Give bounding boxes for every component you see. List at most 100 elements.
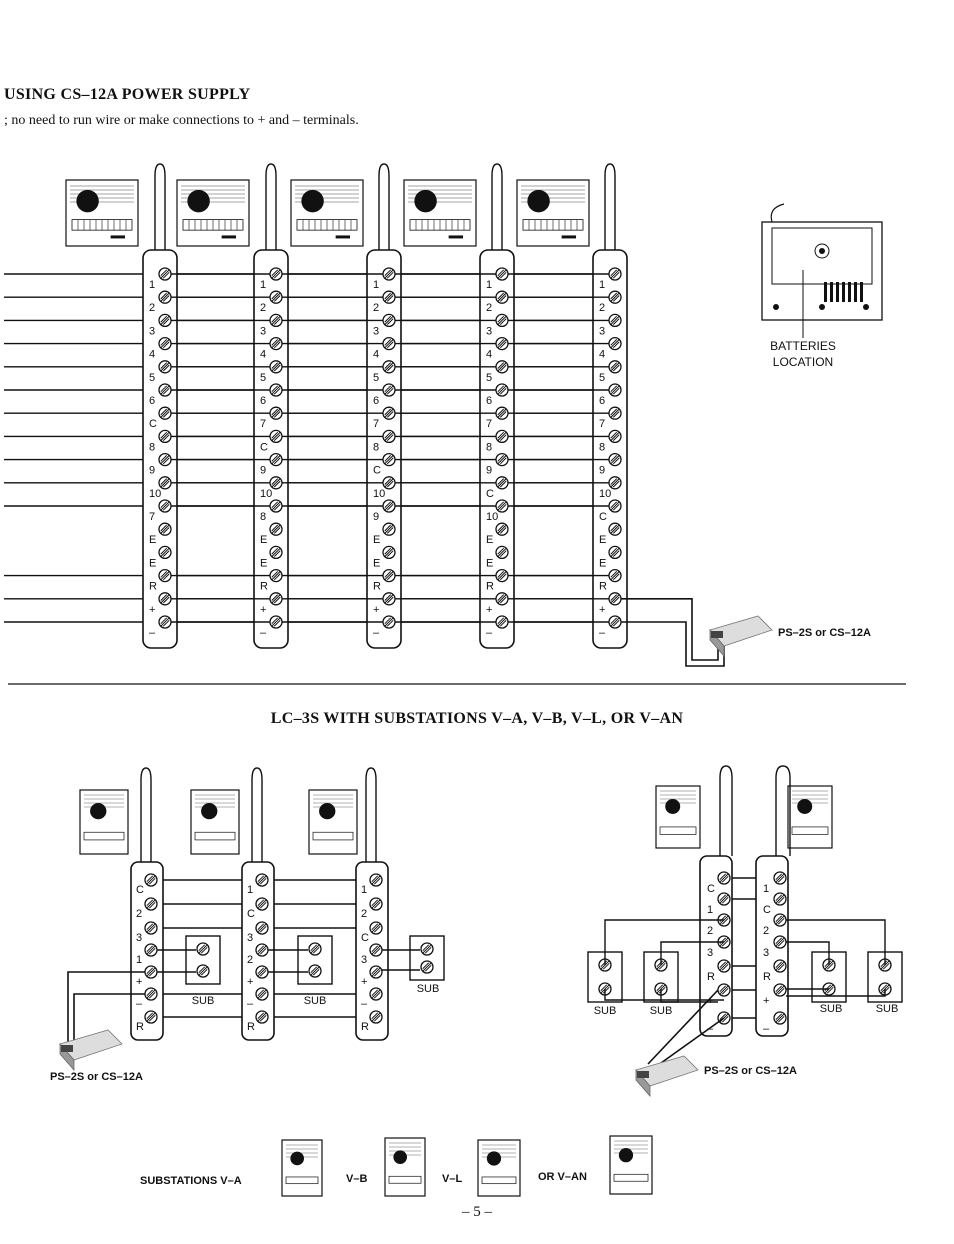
screw-terminal-icon <box>308 942 322 956</box>
terminal-label: C <box>486 488 494 500</box>
terminal-label: 10 <box>486 511 498 523</box>
screw-terminal-icon <box>608 406 622 420</box>
screw-terminal-icon <box>158 406 172 420</box>
screw-terminal-icon <box>717 983 731 997</box>
battery-cable <box>770 203 785 223</box>
terminal-label: 3 <box>373 325 379 337</box>
terminal-label: 1 <box>149 279 155 291</box>
power-wire <box>621 598 719 661</box>
terminal-label: C <box>149 418 157 430</box>
terminal-label: + <box>136 976 142 988</box>
terminal-label: – <box>599 627 606 639</box>
screw-terminal-icon <box>269 499 283 513</box>
substation-icon <box>79 789 129 855</box>
master-station-icon <box>65 179 139 247</box>
screw-terminal-icon <box>495 290 509 304</box>
terminal-label: – <box>149 627 156 639</box>
substation-icon <box>308 789 358 855</box>
section-title: LC–3S WITH SUBSTATIONS V–A, V–B, V–L, OR… <box>270 710 684 727</box>
screw-terminal-icon <box>717 959 731 973</box>
terminal-label: + <box>260 604 266 616</box>
terminal-label: R <box>260 581 268 593</box>
screw-terminal-icon <box>158 499 172 513</box>
screw-terminal-icon <box>144 921 158 935</box>
screw-terminal-icon <box>158 313 172 328</box>
screw-terminal-icon <box>495 522 509 536</box>
screw-terminal-icon <box>158 452 172 467</box>
sub-wire <box>604 919 724 965</box>
van-station-icon <box>609 1135 653 1195</box>
terminal-label: + <box>361 976 367 988</box>
terminal-label: + <box>373 604 379 616</box>
screw-terminal-icon <box>382 406 396 420</box>
terminal-label: 8 <box>486 441 492 453</box>
screw-terminal-icon <box>608 429 622 444</box>
terminal-label: 9 <box>373 511 379 523</box>
page-number: – 5 – <box>462 1204 492 1220</box>
terminal-label: 1 <box>599 279 605 291</box>
screw-terminal-icon <box>269 383 283 397</box>
screw-terminal-icon <box>495 592 509 606</box>
screw-terminal-icon <box>382 452 396 467</box>
sub-label: SUB <box>594 1005 617 1017</box>
terminal-label: – <box>247 998 254 1010</box>
terminal-label: 4 <box>599 349 605 361</box>
sub-wire <box>660 941 724 965</box>
terminal-label: 3 <box>763 947 769 959</box>
cord <box>154 163 166 250</box>
screw-terminal-icon <box>144 1010 158 1024</box>
screw-terminal-icon <box>158 429 172 444</box>
terminal-label: 9 <box>599 465 605 477</box>
screw-terminal-icon <box>308 964 322 978</box>
screw-terminal-icon <box>608 615 622 629</box>
screw-terminal-icon <box>269 615 283 629</box>
terminal-label: E <box>486 557 493 569</box>
terminal-label: 6 <box>599 395 605 407</box>
screw-terminal-icon <box>382 383 396 397</box>
master-station-icon <box>516 179 590 247</box>
screw-terminal-icon <box>144 943 158 957</box>
terminal-label: 5 <box>373 372 379 384</box>
legend-van: OR V–AN <box>538 1171 587 1183</box>
terminal-label: 4 <box>260 349 266 361</box>
screw-terminal-icon <box>773 913 787 927</box>
screw-terminal-icon <box>608 452 622 467</box>
sub-terminal-box <box>409 935 445 981</box>
screw-terminal-icon <box>269 267 283 281</box>
screw-terminal-icon <box>382 615 396 629</box>
power-supply-label: PS–2S or CS–12A <box>704 1065 797 1077</box>
screw-terminal-icon <box>269 406 283 420</box>
screw-terminal-icon <box>495 360 509 374</box>
screw-terminal-icon <box>269 452 283 467</box>
terminal-label: 10 <box>260 488 272 500</box>
terminal-label: R <box>599 581 607 593</box>
terminal-label: 5 <box>149 372 155 384</box>
screw-terminal-icon <box>608 592 622 606</box>
terminal-label: 7 <box>486 418 492 430</box>
screw-terminal-icon <box>495 383 509 397</box>
terminal-label: C <box>247 908 255 920</box>
screw-terminal-icon <box>269 592 283 606</box>
screw-terminal-icon <box>269 476 283 490</box>
terminal-label: 3 <box>599 325 605 337</box>
screw-terminal-icon <box>608 336 622 351</box>
terminal-label: 2 <box>136 908 142 920</box>
terminal-label: 1 <box>486 279 492 291</box>
terminal-label: E <box>149 534 156 546</box>
screw-terminal-icon <box>158 336 172 351</box>
terminal-label: C <box>260 441 268 453</box>
screw-terminal-icon <box>608 568 622 583</box>
batteries-label-line2: LOCATION <box>773 355 833 369</box>
terminal-label: 6 <box>486 395 492 407</box>
terminal-label: 1 <box>707 904 713 916</box>
terminal-label: 10 <box>149 488 161 500</box>
sub-label: SUB <box>192 995 215 1007</box>
screw-terminal-icon <box>382 313 396 328</box>
terminal-label: – <box>136 998 143 1010</box>
screw-terminal-icon <box>158 545 172 560</box>
screw-terminal-icon <box>369 987 383 1001</box>
screw-terminal-icon <box>369 943 383 957</box>
terminal-label: 5 <box>486 372 492 384</box>
screw-terminal-icon <box>773 1011 787 1025</box>
